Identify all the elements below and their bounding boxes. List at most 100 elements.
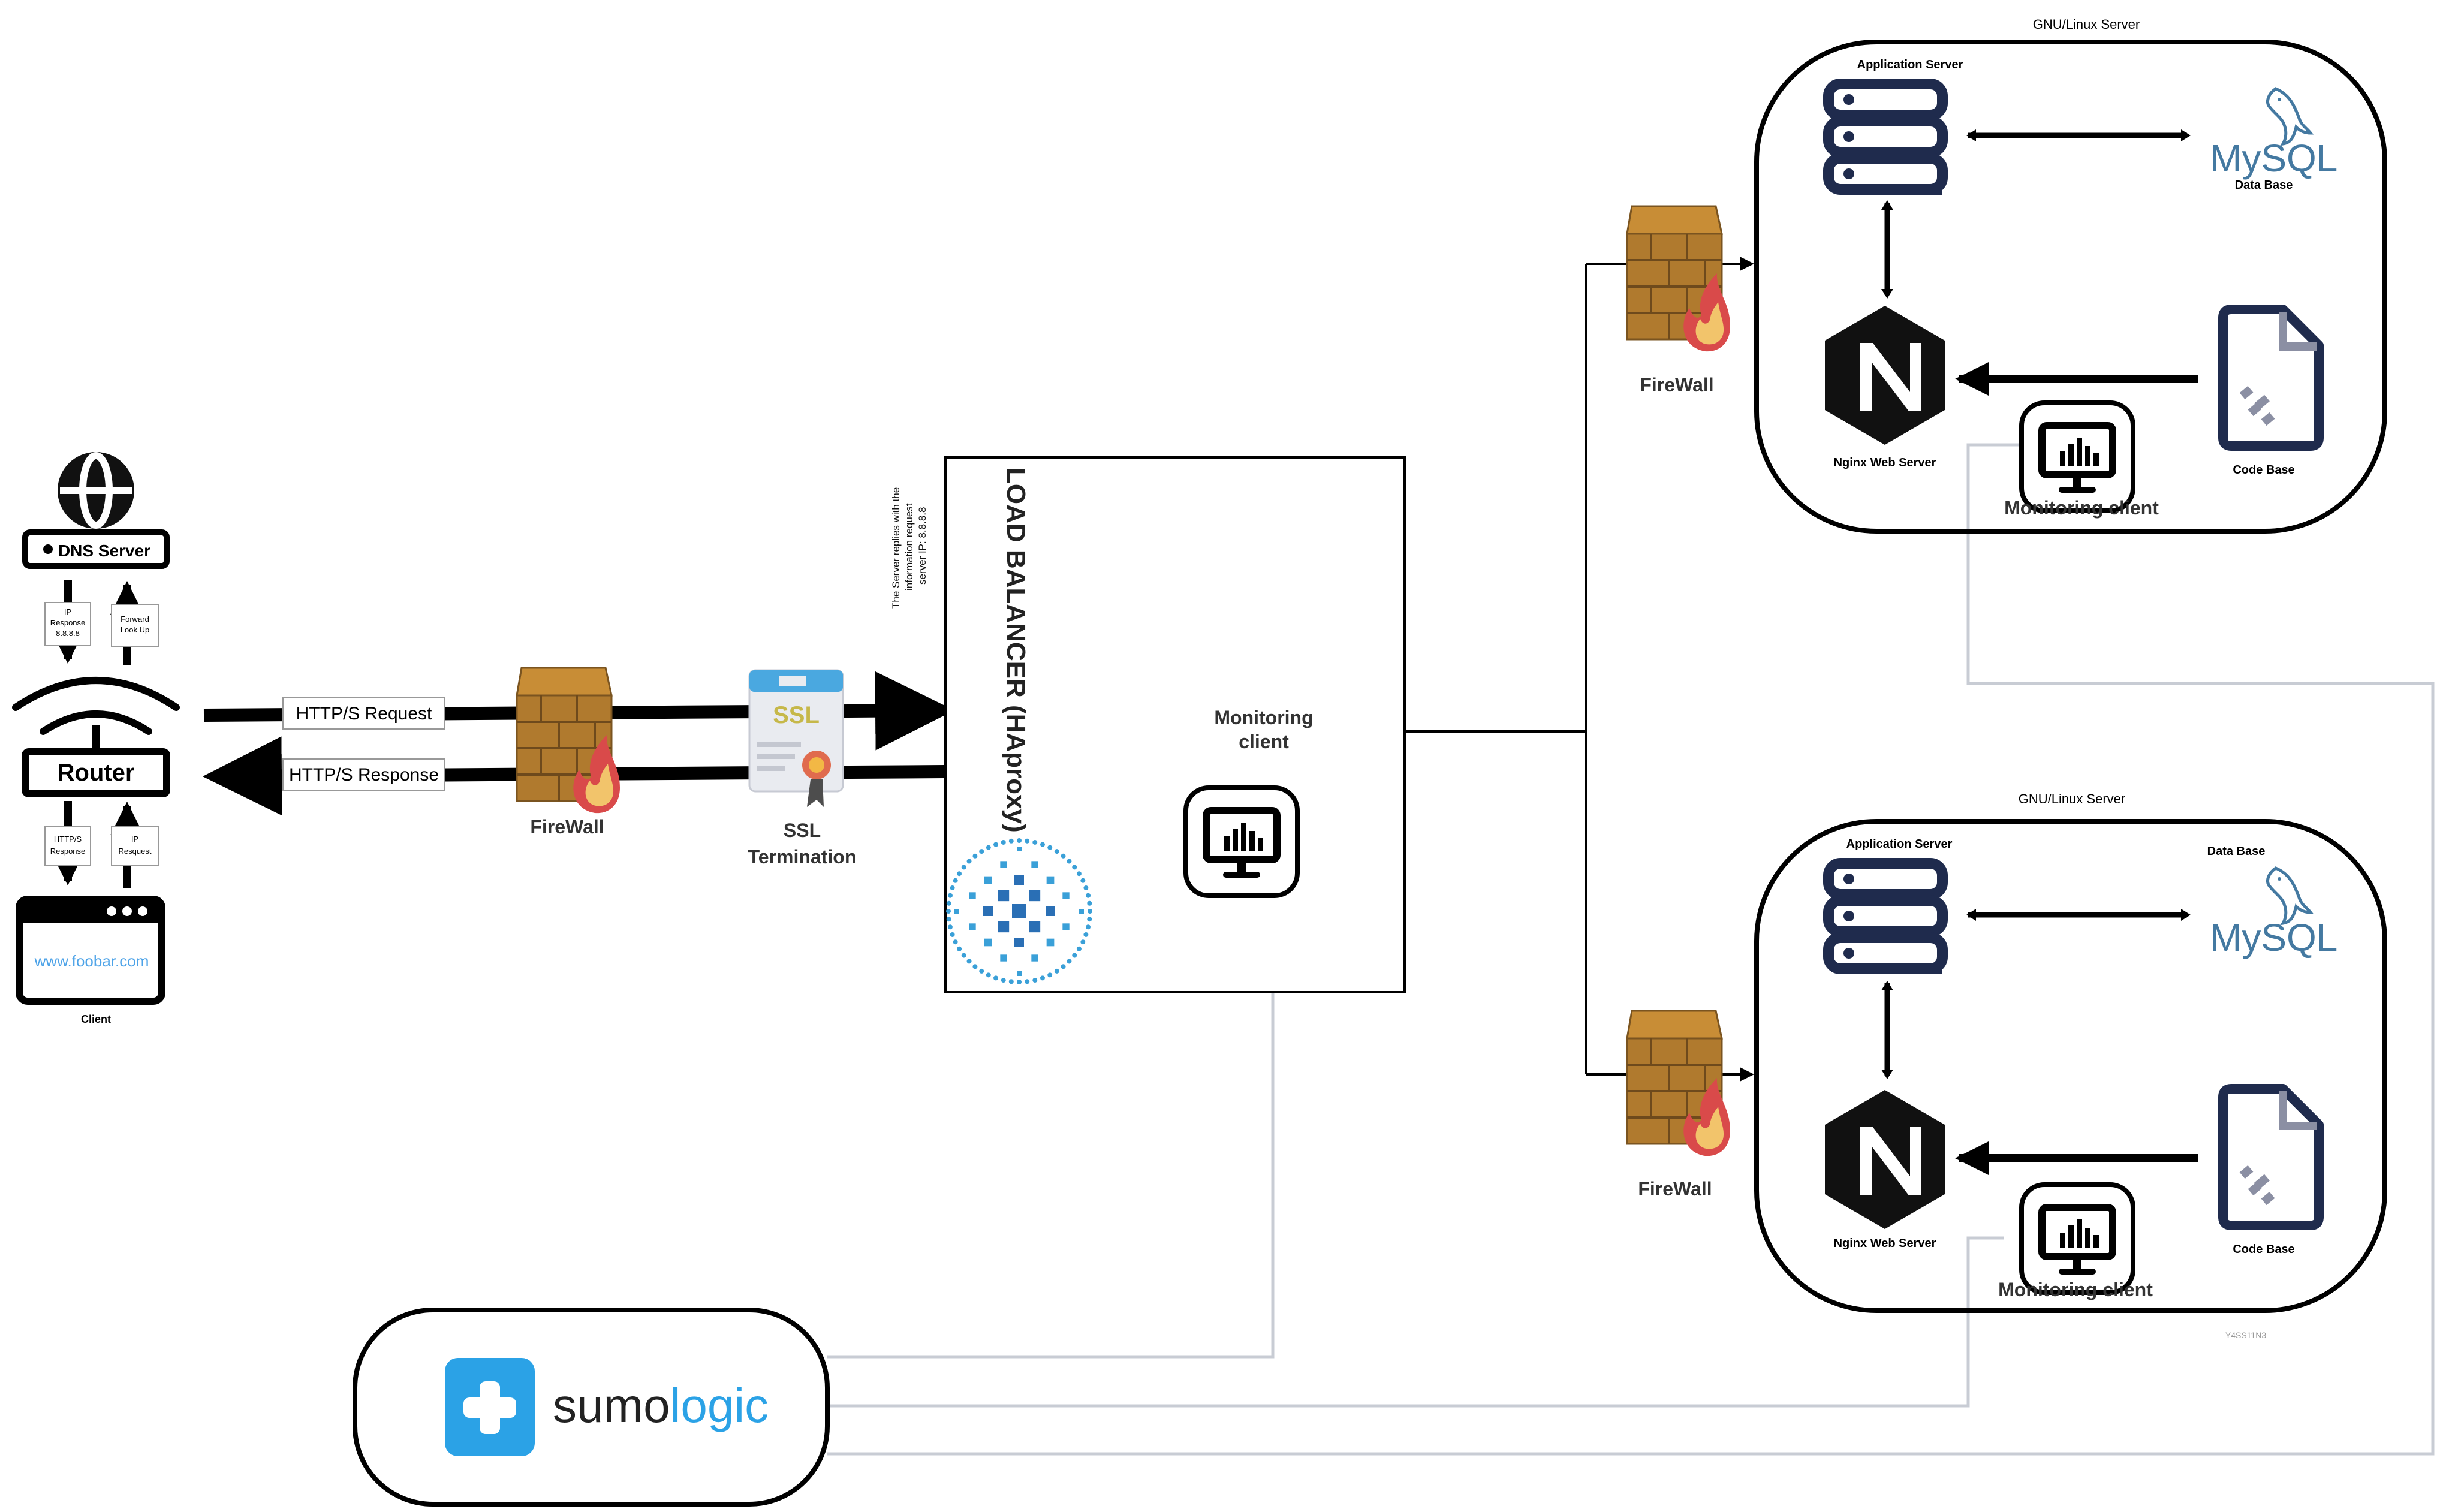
haproxy-dot — [1047, 972, 1053, 978]
haproxy-square — [998, 890, 1010, 902]
database-label: Data Base — [2235, 179, 2293, 192]
haproxy-dot — [1072, 865, 1077, 870]
haproxy-dot — [1025, 979, 1030, 984]
haproxy-square — [1046, 906, 1055, 916]
browser-url: www.foobar.com — [34, 952, 149, 970]
svg-text:8.8.8.8: 8.8.8.8 — [56, 629, 80, 638]
app-server-icon — [1829, 863, 1942, 971]
haproxy-dot — [1001, 839, 1006, 845]
haproxy-dot — [993, 842, 999, 847]
svg-text:Response: Response — [50, 847, 86, 856]
haproxy-dot — [1072, 953, 1077, 958]
nginx-icon — [1825, 306, 1945, 445]
database-label: Data Base — [2207, 845, 2266, 858]
client-browser: www.foobar.com Client — [16, 896, 165, 1025]
app-server-icon — [1829, 84, 1942, 192]
svg-text:Termination: Termination — [748, 846, 857, 868]
haproxy-dot — [972, 964, 978, 969]
server2-firewall: FireWall — [1626, 1010, 1731, 1200]
monitoring-client-label: Monitoring client — [1998, 1279, 2153, 1300]
svg-text:HTTP/S: HTTP/S — [54, 835, 82, 844]
svg-text:HTTP/S Request: HTTP/S Request — [296, 704, 432, 724]
status-dot-icon — [43, 544, 53, 554]
haproxy-square — [983, 906, 993, 916]
svg-text:MySQL: MySQL — [2210, 916, 2337, 959]
haproxy-dot — [957, 946, 962, 951]
monitoring-links — [827, 443, 2435, 1456]
haproxy-dot — [979, 849, 984, 854]
code-base-icon — [2223, 1089, 2319, 1225]
ssl-termination: SSL SSL Termination — [748, 669, 857, 868]
haproxy-dot — [1067, 859, 1072, 864]
haproxy-dot — [986, 845, 991, 850]
router-box — [22, 748, 170, 797]
haproxy-dot — [993, 975, 999, 981]
haproxy-logo-icon — [946, 838, 1092, 984]
monitoring-client-icon — [2022, 403, 2133, 511]
haproxy-dot — [1080, 878, 1086, 883]
code-base-icon — [2223, 309, 2319, 446]
haproxy-dot — [1083, 885, 1089, 891]
dns-server-label: DNS Server — [58, 541, 150, 560]
firewall-label: FireWall — [530, 816, 604, 838]
haproxy-dot — [1087, 917, 1092, 922]
nginx-label: Nginx Web Server — [1834, 1237, 1936, 1250]
server-header: GNU/Linux Server — [2033, 17, 2140, 32]
haproxy-dot — [946, 909, 951, 914]
haproxy-dot — [986, 972, 991, 978]
haproxy-dot — [1040, 842, 1045, 847]
haproxy-dot — [1076, 946, 1082, 951]
http-response-tag: HTTP/S Response — [282, 758, 445, 791]
haproxy-square — [1079, 909, 1084, 914]
svg-text:Resquest: Resquest — [119, 847, 152, 856]
client-label: Client — [81, 1013, 111, 1025]
haproxy-square — [984, 938, 992, 947]
svg-text:SSL: SSL — [784, 820, 821, 841]
haproxy-square — [1014, 938, 1024, 947]
haproxy-dot — [1080, 939, 1086, 945]
monitoring-client-icon — [2022, 1185, 2133, 1293]
haproxy-square — [1062, 923, 1070, 930]
svg-text:SSL: SSL — [773, 702, 820, 728]
server-header: GNU/Linux Server — [2019, 791, 2126, 806]
haproxy-dot — [961, 953, 966, 958]
firewall-icon — [1626, 1010, 1731, 1158]
svg-text:IP: IP — [131, 835, 138, 844]
monitoring-client-label: Monitoring client — [2004, 497, 2159, 519]
server-container — [1754, 819, 2387, 1313]
mysql-logo: MySQL — [2210, 89, 2337, 180]
lb-monitoring-icon — [1186, 788, 1297, 896]
svg-text:Look Up: Look Up — [121, 625, 149, 634]
haproxy-square — [969, 923, 976, 930]
edge-firewall: FireWall — [516, 667, 621, 838]
nginx-icon — [1825, 1090, 1945, 1229]
haproxy-dot — [1054, 849, 1059, 854]
server-container — [1754, 40, 2387, 534]
link-server2-monitoring — [827, 1236, 2004, 1408]
sumologic-box: sumologic — [353, 1308, 830, 1507]
haproxy-square — [1062, 892, 1070, 899]
linux-server-2: GNU/Linux Server Application Server Data… — [1754, 791, 2387, 1340]
svg-text:MySQL: MySQL — [2210, 137, 2337, 180]
haproxy-dot — [1008, 979, 1014, 984]
ip-response-tag: IP Response 8.8.8.8 — [44, 602, 91, 646]
haproxy-dot — [1025, 838, 1030, 844]
haproxy-square — [954, 909, 959, 914]
haproxy-dot — [946, 917, 951, 922]
svg-text:HTTP/S Response: HTTP/S Response — [289, 765, 439, 785]
wifi-icon — [12, 677, 180, 735]
dns-server-box — [22, 529, 170, 569]
ssl-certificate-icon: SSL — [748, 669, 844, 807]
haproxy-dot — [1087, 900, 1092, 906]
svg-text:Forward: Forward — [121, 615, 149, 624]
haproxy-dot — [1061, 853, 1066, 859]
haproxy-square — [984, 876, 992, 884]
haproxy-square — [1046, 876, 1055, 884]
svg-text:Monitoring: Monitoring — [1214, 707, 1313, 728]
haproxy-dot — [946, 900, 951, 906]
app-server-label: Application Server — [1857, 58, 1963, 71]
haproxy-dot — [1008, 838, 1014, 844]
haproxy-square — [1046, 938, 1055, 947]
svg-text:Response: Response — [50, 618, 86, 627]
https-response-tag: HTTP/S Response — [44, 826, 91, 866]
